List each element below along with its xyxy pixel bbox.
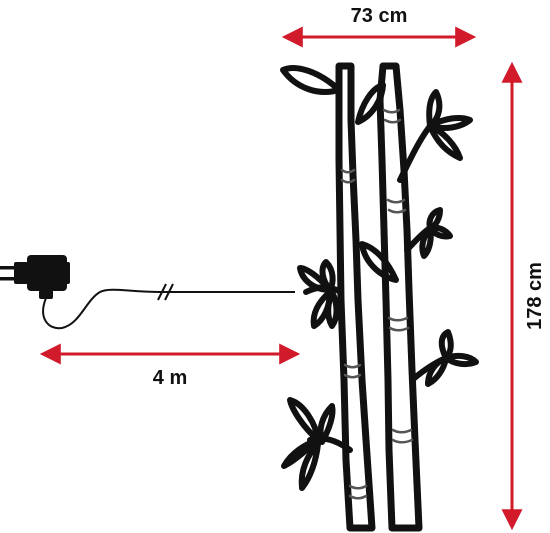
height-dimension: 178 cm	[501, 61, 546, 531]
width-label: 73 cm	[351, 5, 408, 27]
bamboo-leaves	[280, 65, 479, 491]
power-cable	[42, 283, 295, 330]
cable-length-dimension: 4 m	[39, 343, 301, 389]
width-dimension: 73 cm	[281, 5, 477, 48]
stalk-nodes	[340, 108, 414, 500]
left-stalk	[335, 62, 376, 532]
right-stalk	[376, 62, 423, 532]
cable-label: 4 m	[153, 367, 187, 389]
bamboo-light-figure	[280, 62, 479, 532]
power-adapter-icon	[0, 255, 70, 299]
height-label: 178 cm	[524, 262, 546, 330]
